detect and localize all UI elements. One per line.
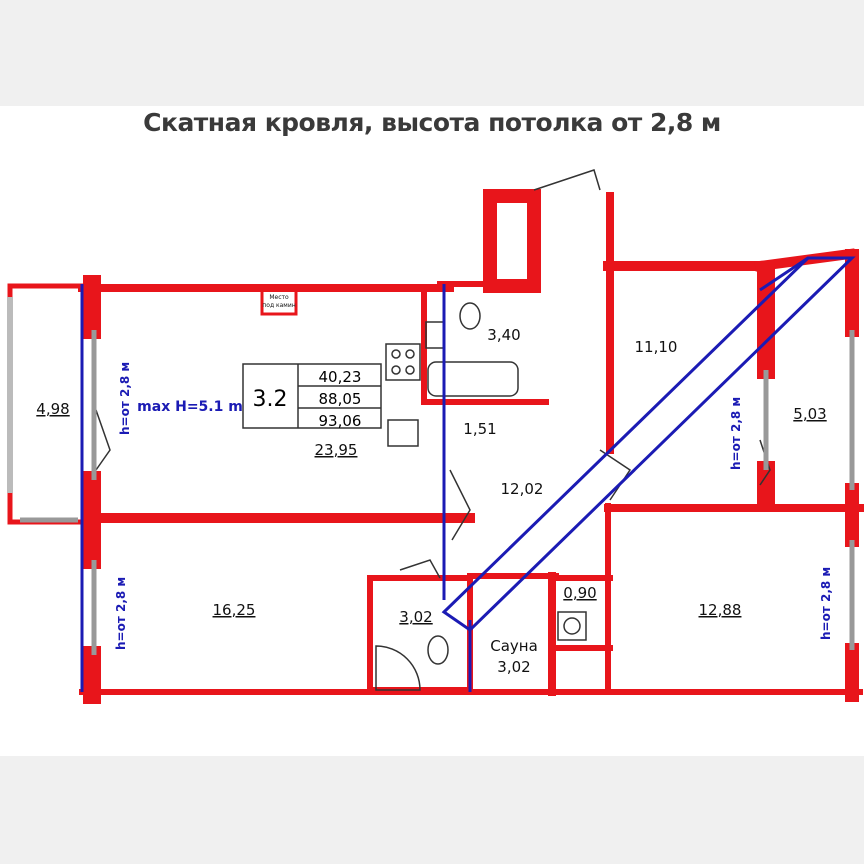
ceiling-label-se: h=от 2,8 м	[819, 567, 833, 640]
door-swing-icon	[533, 169, 601, 191]
bath2-wall	[367, 575, 473, 693]
room-area-bath1: 3,40	[487, 326, 520, 344]
fixtures	[95, 169, 771, 691]
room-area-laundry: 0,90	[563, 584, 596, 602]
room-name-sauna: Сауна	[490, 637, 538, 655]
door-swing-icon	[449, 469, 471, 541]
closet-wall	[483, 189, 541, 293]
washer-icon	[557, 611, 587, 641]
slope-band	[441, 256, 856, 632]
stove-burner-icon	[405, 365, 415, 375]
room-area-sw: 16,25	[213, 601, 256, 619]
room-area-living: 23,95	[315, 441, 358, 459]
toilet-icon	[427, 635, 449, 665]
room-area-hall-small: 1,51	[463, 420, 496, 438]
fireplace-box	[260, 286, 298, 316]
room-area-east: 5,03	[793, 405, 826, 423]
ceiling-label-ne: h=от 2,8 м	[729, 397, 743, 470]
room-area-ne: 11,10	[635, 338, 678, 356]
apartment-living-area: 40,23	[319, 368, 362, 386]
max-height-label: max H=5.1 m	[137, 399, 243, 415]
plan-sheet	[0, 106, 864, 756]
apartment-total-area: 88,05	[319, 390, 362, 408]
apartment-info: 3.2 40,23 88,05 93,06	[242, 363, 382, 430]
bathtub-icon	[427, 361, 519, 397]
room-area-balcony: 4,98	[36, 400, 69, 418]
toilet-icon	[459, 302, 481, 330]
ceiling-label-sw: h=от 2,8 м	[114, 577, 128, 650]
washer-drum-icon	[563, 617, 581, 635]
windows	[20, 330, 855, 655]
stove-icon	[385, 343, 421, 381]
door-swing-icon	[759, 439, 771, 486]
door-swing-icon	[95, 409, 111, 471]
door-swing-icon	[399, 559, 441, 579]
sink-icon	[425, 321, 445, 349]
plan-title: Скатная кровля, высота потолка от 2,8 м	[143, 108, 721, 137]
door-swing-icon	[599, 449, 632, 501]
info-box	[242, 363, 382, 429]
fireplace-label-2: под камин	[262, 302, 295, 309]
stove-burner-icon	[391, 365, 401, 375]
room-area-bath2: 3,02	[399, 608, 432, 626]
fireplace-label-1: Место	[269, 294, 289, 301]
apartment-full-area: 93,06	[319, 412, 362, 430]
kitchen-sink-icon	[387, 419, 419, 447]
shower-icon	[375, 645, 421, 691]
slope-line-ne	[759, 256, 809, 292]
stove-burner-icon	[391, 349, 401, 359]
room-area-hall: 12,02	[501, 480, 544, 498]
room-area-se: 12,88	[699, 601, 742, 619]
room-area-sauna: 3,02	[497, 658, 530, 676]
ceiling-label-living: h=от 2,8 м	[118, 362, 132, 435]
walls	[7, 189, 864, 704]
slope-lines	[80, 256, 856, 692]
stove-burner-icon	[405, 349, 415, 359]
apartment-number: 3.2	[253, 387, 288, 412]
